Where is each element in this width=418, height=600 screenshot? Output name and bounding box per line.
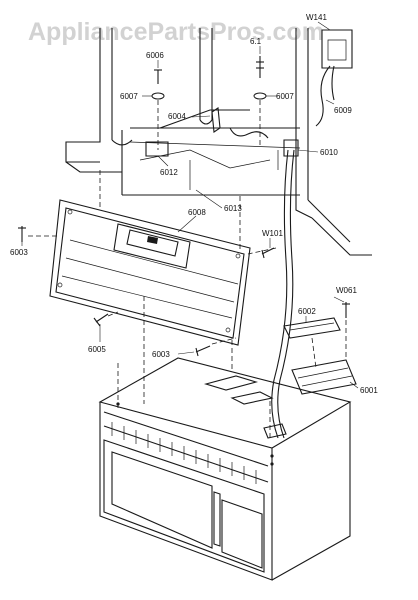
screw-6005 xyxy=(93,313,109,327)
grille-6002 xyxy=(283,317,341,339)
power-outlet xyxy=(315,29,353,127)
label-w061: W061 xyxy=(336,286,357,295)
grommet-6007-left xyxy=(151,92,165,100)
mounting-plate xyxy=(49,199,251,346)
power-cord xyxy=(271,139,299,439)
screw-w061 xyxy=(342,302,350,318)
grommet-6007-right xyxy=(253,92,267,100)
leader-lines xyxy=(21,21,359,389)
label-6005: 6005 xyxy=(88,345,106,354)
label-6002: 6002 xyxy=(298,307,316,316)
watermark: AppliancePartsPros.com xyxy=(28,18,324,46)
label-6001: 6001 xyxy=(360,386,378,395)
label-6008: 6008 xyxy=(188,208,206,217)
microwave-oven xyxy=(98,357,352,581)
screw-6003-left xyxy=(18,226,26,242)
screw-6006 xyxy=(154,69,162,84)
label-6012: 6012 xyxy=(160,168,178,177)
label-w101: W101 xyxy=(262,229,283,238)
label-6013: 6013 xyxy=(224,204,242,213)
label-w141: W141 xyxy=(306,13,327,22)
screw-6003-bottom xyxy=(195,345,211,357)
part-labels: W141 6006 6.1 6007 6007 6009 6004 6010 6… xyxy=(10,13,378,395)
cord-guide-6004 xyxy=(211,107,221,133)
label-6010: 6010 xyxy=(320,148,338,157)
label-6003-left: 6003 xyxy=(10,248,28,257)
label-6004: 6004 xyxy=(168,112,186,121)
alignment-lines xyxy=(28,100,347,438)
label-6-1: 6.1 xyxy=(250,37,262,46)
label-6007-right: 6007 xyxy=(276,92,294,101)
deflector-6012 xyxy=(145,141,169,157)
label-6003-bottom: 6003 xyxy=(152,350,170,359)
bolt-6-1 xyxy=(256,56,264,78)
label-6007-left: 6007 xyxy=(120,92,138,101)
label-6009: 6009 xyxy=(334,106,352,115)
grille-6001 xyxy=(291,359,357,395)
label-6006: 6006 xyxy=(146,51,164,60)
wall-cabinet xyxy=(65,28,372,256)
